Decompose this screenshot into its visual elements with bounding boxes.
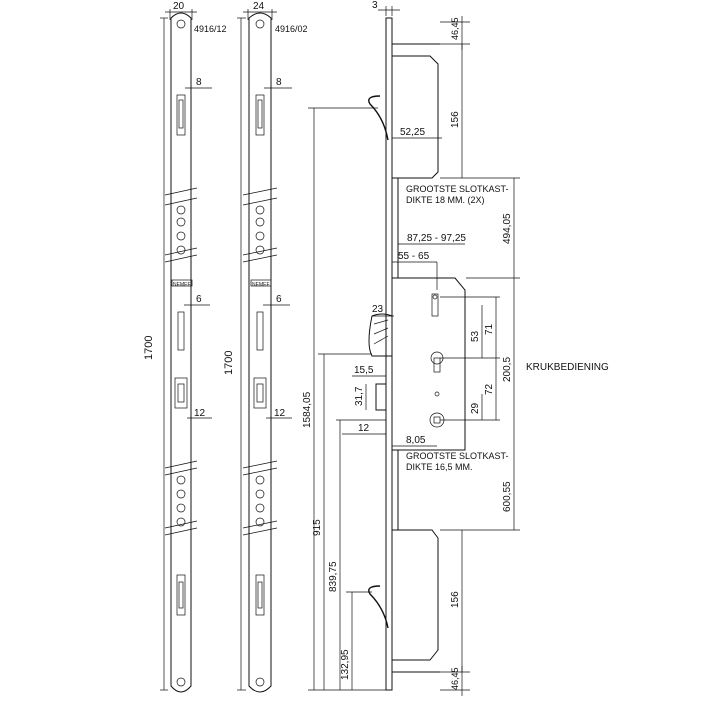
dim-915: 915 (312, 519, 323, 536)
case-height-dim: 200,5 (502, 357, 513, 382)
strip-1-slot-width-top: 8 (196, 77, 202, 88)
upper-case-distance-dim: 494,05 (502, 213, 513, 244)
lock-side-view: 3 46,45 (302, 0, 609, 696)
strip-1-width-label: 20 (173, 1, 185, 12)
dim-8-05: 8,05 (406, 435, 426, 446)
strip-2-part-number: 4916/02 (275, 24, 308, 34)
latch-width-dim: 23 (372, 304, 384, 315)
operation-label: KRUKBEDIENING (526, 362, 609, 373)
dim-72: 72 (484, 383, 495, 395)
strip-1-length-label: 1700 (143, 336, 155, 360)
bottom-end-dim: 46,45 (450, 667, 460, 690)
strip-2-slot-width-top: 8 (276, 77, 282, 88)
strip-2-brand: NEMEF (252, 282, 270, 288)
dim-839-75: 839,75 (328, 561, 339, 592)
faceplate-thickness-label: 3 (372, 0, 378, 11)
strip-1-part-number: 4916/12 (194, 24, 227, 34)
strip-2-width-label: 24 (253, 1, 265, 12)
upper-hook-distance-dim: 156 (450, 111, 461, 128)
strip-1-brand: NEMEF (173, 282, 191, 288)
total-height-dim: 1584,05 (302, 391, 313, 428)
upper-note-line-2: DIKTE 18 MM. (2X) (406, 195, 485, 205)
lower-case-distance-dim: 600,55 (502, 481, 513, 512)
dim-15-5: 15,5 (354, 365, 374, 376)
backset-range-dim: 87,25 - 97,25 (407, 233, 466, 244)
strip-2-slot-width-mid: 6 (276, 294, 282, 305)
strip-1-slot-width-low: 12 (194, 408, 206, 419)
strip-2: 24 4916/02 1700 8 NEMEF 6 12 (223, 1, 308, 693)
lower-hook-distance-dim: 156 (450, 591, 461, 608)
hook-depth-dim: 52,25 (400, 127, 425, 138)
dim-53: 53 (470, 330, 481, 342)
dim-29: 29 (470, 402, 481, 414)
lower-note-line-2: DIKTE 16,5 MM. (406, 462, 473, 472)
dim-71: 71 (484, 323, 495, 335)
strip-2-slot-width-low: 12 (274, 408, 286, 419)
dim-31-7: 31,7 (354, 386, 365, 406)
upper-note-line-1: GROOTSTE SLOTKAST- (406, 184, 509, 194)
strip-1-slot-width-mid: 6 (196, 294, 202, 305)
dim-12: 12 (358, 423, 370, 434)
lower-note-line-1: GROOTSTE SLOTKAST- (406, 451, 509, 461)
backset-inner-dim: 55 - 65 (398, 251, 430, 262)
dim-132-95: 132,95 (340, 649, 351, 680)
strip-2-length-label: 1700 (223, 351, 235, 375)
top-end-dim: 46,45 (450, 17, 460, 40)
strip-1: 20 4916/12 1700 8 NEMEF (143, 1, 227, 693)
